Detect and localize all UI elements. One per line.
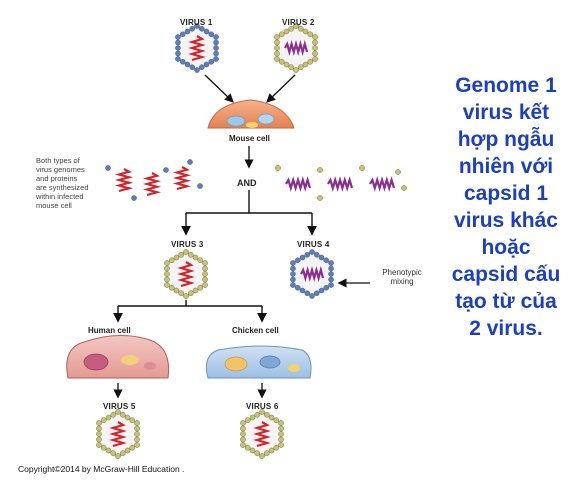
synthesis-note: Both types of virus genomes and proteins… <box>36 156 89 210</box>
free-capsomere-blue <box>105 165 111 171</box>
free-genome-red <box>142 172 162 197</box>
chicken-cell-label: Chicken cell <box>232 326 279 335</box>
virus1-particle <box>175 23 219 73</box>
virus4-label: VIRUS 4 <box>297 240 330 249</box>
human-cell <box>66 334 170 379</box>
free-capsomere-blue <box>187 159 193 165</box>
phenotypic-mixing-label: Phenotypic mixing <box>382 268 422 286</box>
free-capsomere-blue <box>197 183 203 189</box>
free-capsomere-yellow <box>317 195 323 201</box>
free-genome-purple <box>327 176 354 192</box>
copyright-notice: Copyright©2014 by McGraw-Hill Education … <box>18 464 185 474</box>
virus6-label: VIRUS 6 <box>246 402 279 411</box>
free-capsomere-yellow <box>275 165 281 171</box>
free-genome-red <box>114 168 134 193</box>
free-capsomere-blue <box>131 195 137 201</box>
branch-to-virus3-4 <box>181 190 317 236</box>
virus5-particle <box>96 409 140 459</box>
free-capsomere-yellow <box>395 169 401 175</box>
free-capsomere-yellow <box>359 165 365 171</box>
free-genome-purple <box>285 176 312 192</box>
arrow-virus2-to-cell <box>266 74 296 103</box>
free-capsomere-blue <box>163 167 169 173</box>
mouse-cell <box>207 99 295 129</box>
virus4-particle <box>290 249 334 299</box>
chicken-cell <box>205 345 312 379</box>
mouse-cell-label: Mouse cell <box>229 134 270 143</box>
virus1-label: VIRUS 1 <box>180 18 213 27</box>
virus6-particle <box>240 409 284 459</box>
virus3-particle <box>164 249 208 299</box>
and-label: AND <box>237 178 257 188</box>
virus5-label: VIRUS 5 <box>103 402 136 411</box>
virus2-particle <box>274 23 318 73</box>
free-capsomere-yellow <box>317 167 323 173</box>
human-cell-label: Human cell <box>88 326 131 335</box>
free-genome-red <box>172 166 192 191</box>
virus3-label: VIRUS 3 <box>171 240 204 249</box>
side-explanation: Genome 1 virus kết hợp ngẫu nhiên với ca… <box>451 74 561 340</box>
branch-to-cells <box>113 300 267 323</box>
arrow-virus1-to-cell <box>204 74 234 103</box>
virus2-label: VIRUS 2 <box>282 18 315 27</box>
free-genome-purple <box>369 176 396 192</box>
free-capsomere-yellow <box>401 185 407 191</box>
